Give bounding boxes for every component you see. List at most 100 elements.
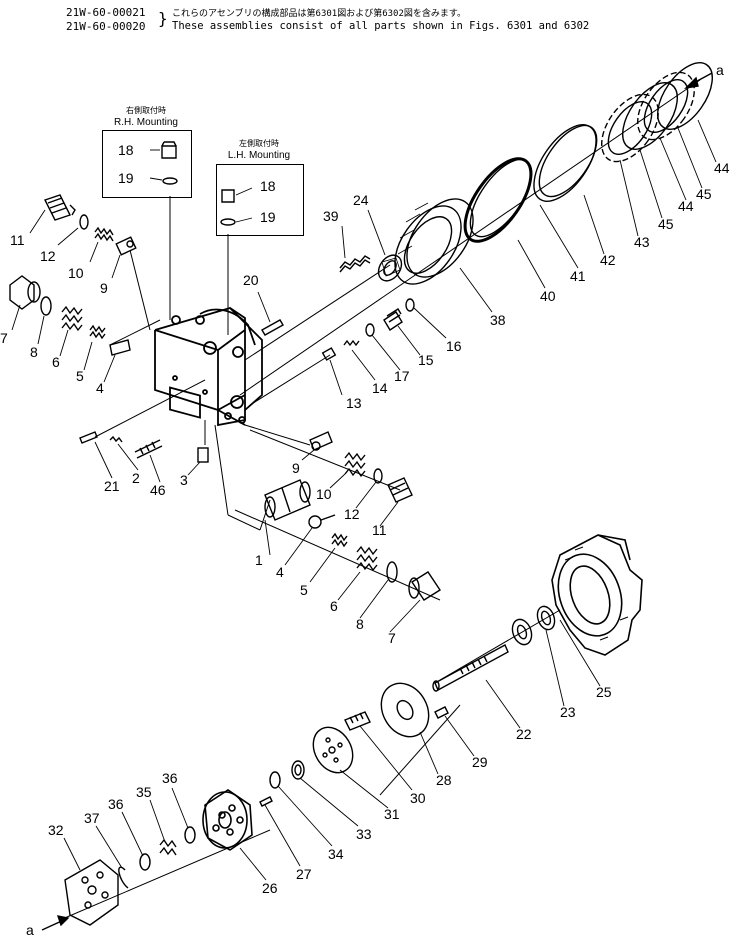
part-38-piston [394,198,474,285]
part-5-spring-left [89,324,106,340]
part-45-disc-b [637,71,695,141]
serial-number-2: 21W-60-00020 [66,20,146,33]
part-18-plug-rh [161,141,177,159]
part-25-hub [551,534,643,656]
callout-28: 28 [436,772,452,788]
callout-1: 1 [255,552,263,568]
callout-leaders [11,119,717,881]
note-japanese: これらのアセンブリの構成部品は第6301図および第6302図を含みます。 [172,9,466,19]
rh-mounting-title-jp: 右側取付時 [126,106,166,115]
rh-mounting-title: R.H. Mounting [114,117,178,128]
callout-5-left: 5 [76,368,84,384]
part-1-spool [264,479,311,521]
part-39-spring [339,255,371,273]
part-17-oring [365,323,375,337]
part-12-oring-upper [79,214,89,230]
part-10-spring-upper [94,226,114,242]
part-40-ring [463,157,533,243]
callout-2: 2 [132,470,140,486]
part-7-plug-lower [408,571,441,601]
callout-18-lh: 18 [260,178,276,194]
callout-39: 39 [323,208,339,224]
part-36-washer-b [139,853,151,871]
part-11-plug-lower [387,477,413,503]
callout-30: 30 [410,790,426,806]
callout-7-left: 7 [0,330,8,346]
callout-3: 3 [180,472,188,488]
callout-40: 40 [540,288,556,304]
callout-a-bottom: a [26,922,34,938]
callout-9-lower: 9 [292,460,300,476]
part-42-ring [533,124,598,202]
callout-37: 37 [84,810,100,826]
part-7-plug-left [9,275,41,310]
callout-9-upper: 9 [100,280,108,296]
part-9-poppet-upper [115,236,137,256]
callout-24: 24 [353,192,369,208]
part-27-pin [259,796,273,807]
part-4-poppet-left [109,339,131,356]
callout-44-b: 44 [714,160,730,176]
part-15-plug [383,308,403,331]
callout-36-b: 36 [108,796,124,812]
callout-10-lower: 10 [316,486,332,502]
part-6-spring-left [61,305,83,332]
part-11-plug-upper [44,194,76,221]
part-32-retainer-plate [64,859,119,926]
callout-38: 38 [490,312,506,328]
callout-29: 29 [472,754,488,770]
valve-housing [154,307,263,427]
callout-13: 13 [346,395,362,411]
callout-20: 20 [243,272,259,288]
callout-45-b: 45 [696,186,712,202]
lh-mounting-box [216,164,304,236]
callout-45-a: 45 [658,216,674,232]
callout-4-left: 4 [96,380,104,396]
part-33-washer [291,760,305,780]
callout-44-a: 44 [678,198,694,214]
callout-25: 25 [596,684,612,700]
callout-27: 27 [296,866,312,882]
callout-41: 41 [570,268,586,284]
part-2-spring [109,435,123,443]
part-31-plate [312,726,354,774]
callout-12-lower: 12 [344,506,360,522]
serial-brace: } [158,9,168,28]
part-3-plug [197,447,209,463]
a-arrow-bottom [41,915,70,931]
callout-8-left: 8 [30,344,38,360]
assembly-axis-lines [59,79,701,921]
callout-33: 33 [356,826,372,842]
part-5-spring-lower [331,532,348,548]
part-23-bearing [511,605,556,646]
callout-14: 14 [372,380,388,396]
lh-mounting-title: L.H. Mounting [227,150,291,161]
callout-18-rh: 18 [118,142,134,158]
part-19-oring-rh [162,177,178,185]
rh-mounting-box [102,130,192,198]
part-37-retainer-ring [118,866,129,889]
callout-8-lower: 8 [356,616,364,632]
part-8-oring-left [40,296,52,316]
callout-21: 21 [104,478,120,494]
callout-17: 17 [394,368,410,384]
part-34-ring [269,771,281,789]
callout-35: 35 [136,784,152,800]
callout-11-lower: 11 [372,522,387,538]
part-9-poppet-lower [309,431,333,451]
callout-42: 42 [600,252,616,268]
part-36-washer-a [184,826,196,844]
callout-36-a: 36 [162,770,178,786]
callout-6-left: 6 [52,354,60,370]
part-4-poppet-lower [308,514,336,529]
callout-32: 32 [48,822,64,838]
note-english: These assemblies consist of all parts sh… [172,20,590,32]
callout-19-rh: 19 [118,170,134,186]
callout-4-lower: 4 [276,564,284,580]
part-46-bolt [134,439,163,459]
callout-a-top: a [716,62,724,78]
part-22-shaft [432,644,509,692]
part-29-pin [434,706,449,719]
part-28-plate [380,682,430,738]
